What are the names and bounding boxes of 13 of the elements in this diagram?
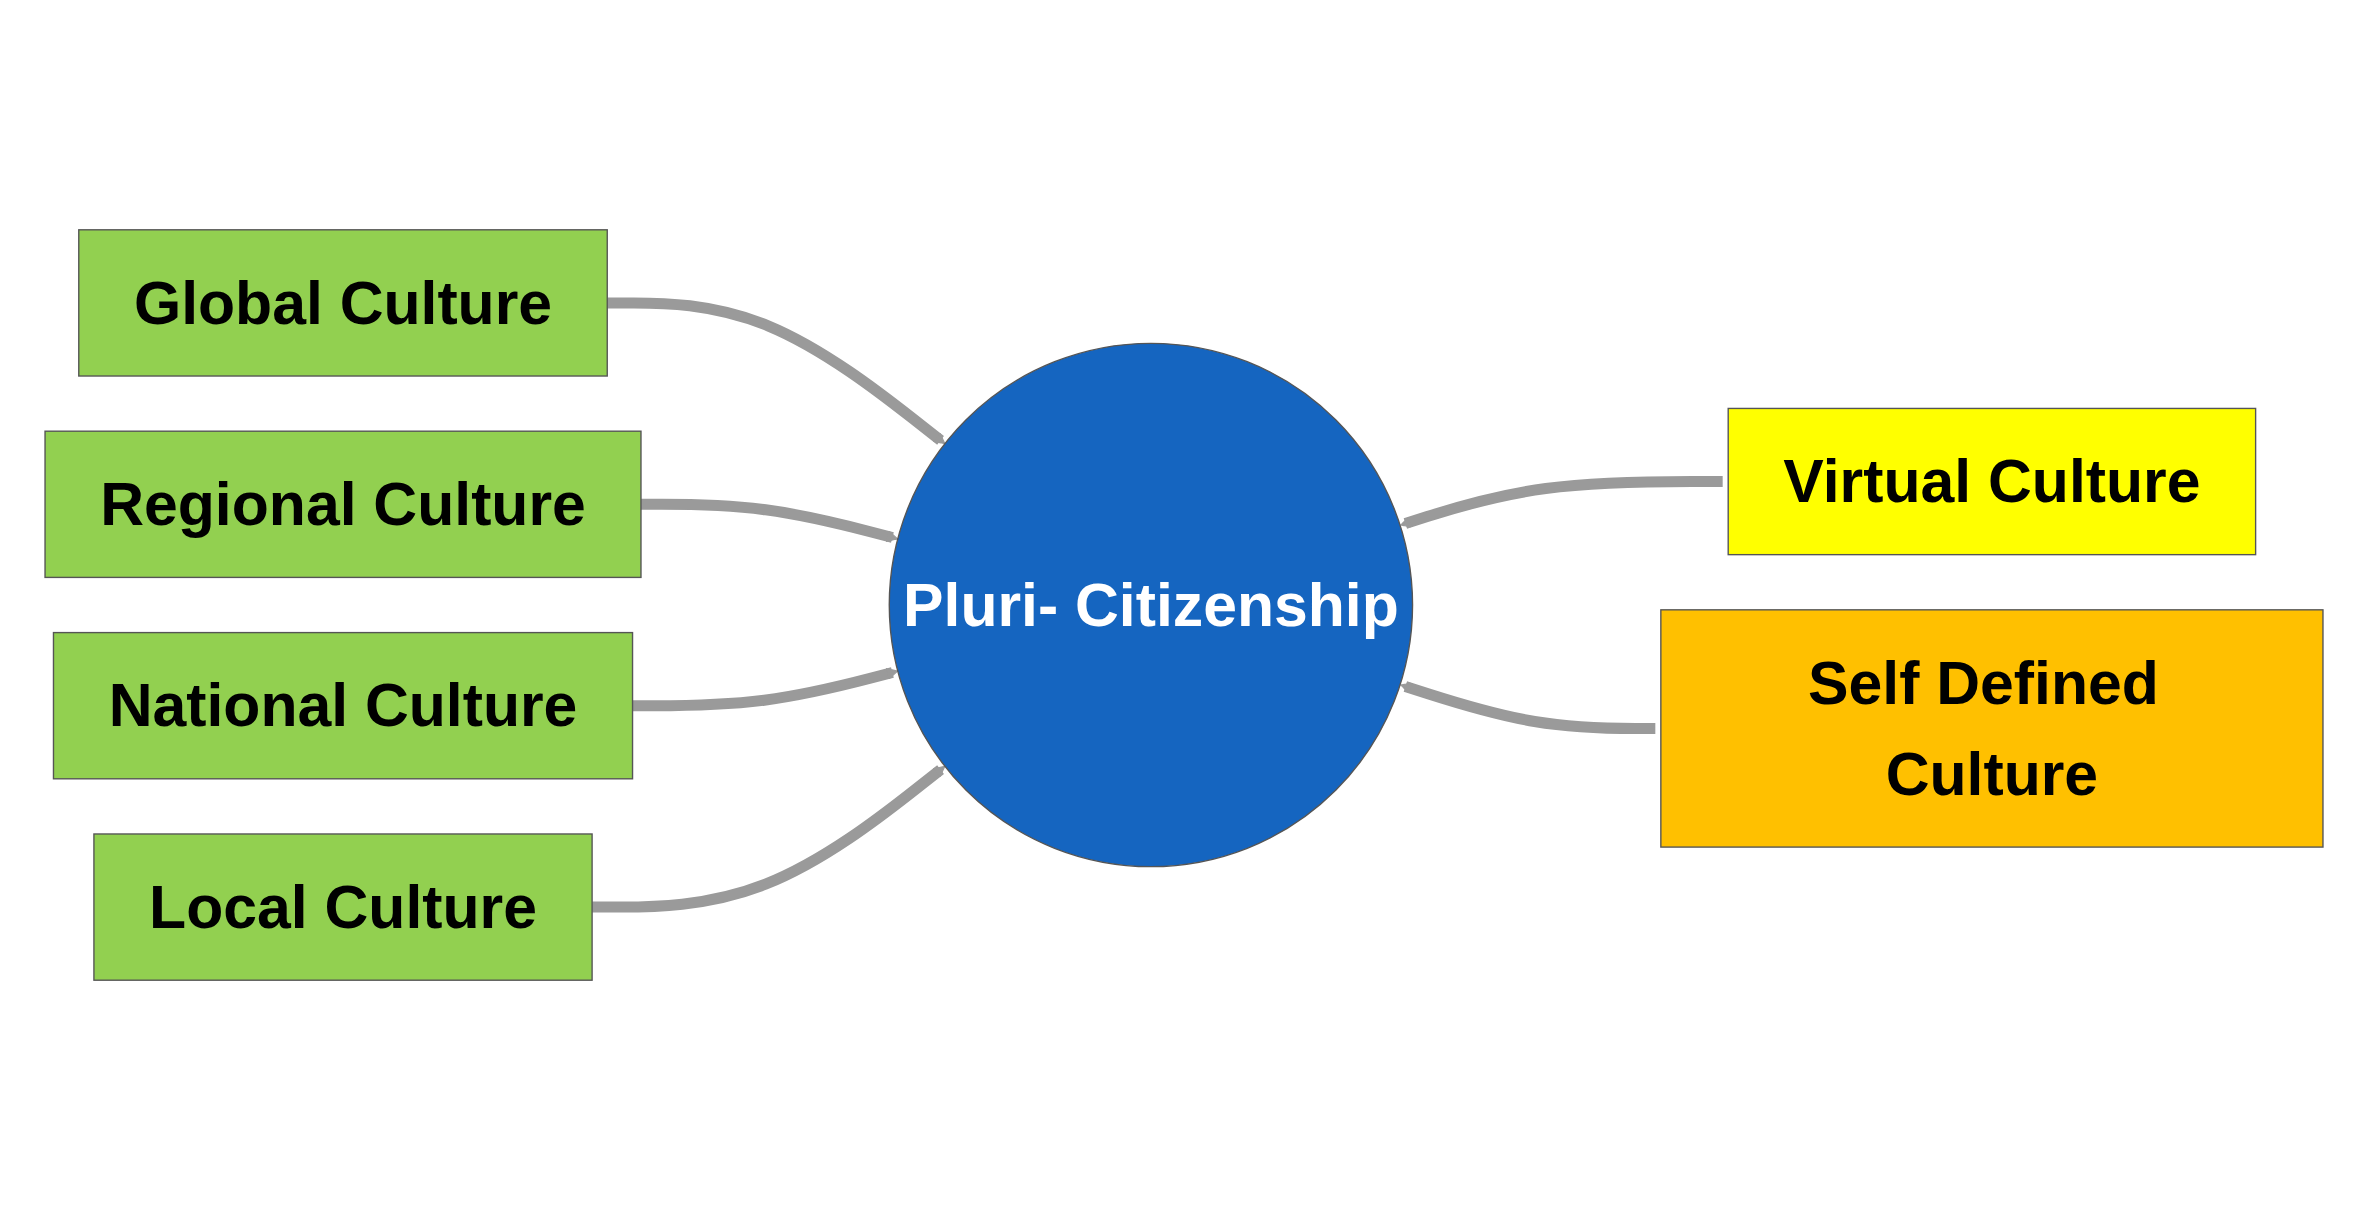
node-box: Regional Culture — [44, 430, 642, 578]
arrow — [632, 666, 899, 711]
node-box: Local Culture — [93, 832, 593, 981]
node-box: Virtual Culture — [1727, 407, 2257, 555]
arrow — [1400, 475, 1723, 529]
arrow — [641, 498, 899, 543]
node-box: National Culture — [52, 631, 634, 779]
arrow — [607, 296, 946, 445]
node-circle: Pluri- Citizenship — [888, 342, 1414, 867]
node-box: Self Defined Culture — [1660, 608, 2324, 848]
arrow — [1400, 680, 1656, 734]
node-box: Global Culture — [78, 228, 608, 377]
arrow — [592, 764, 946, 913]
